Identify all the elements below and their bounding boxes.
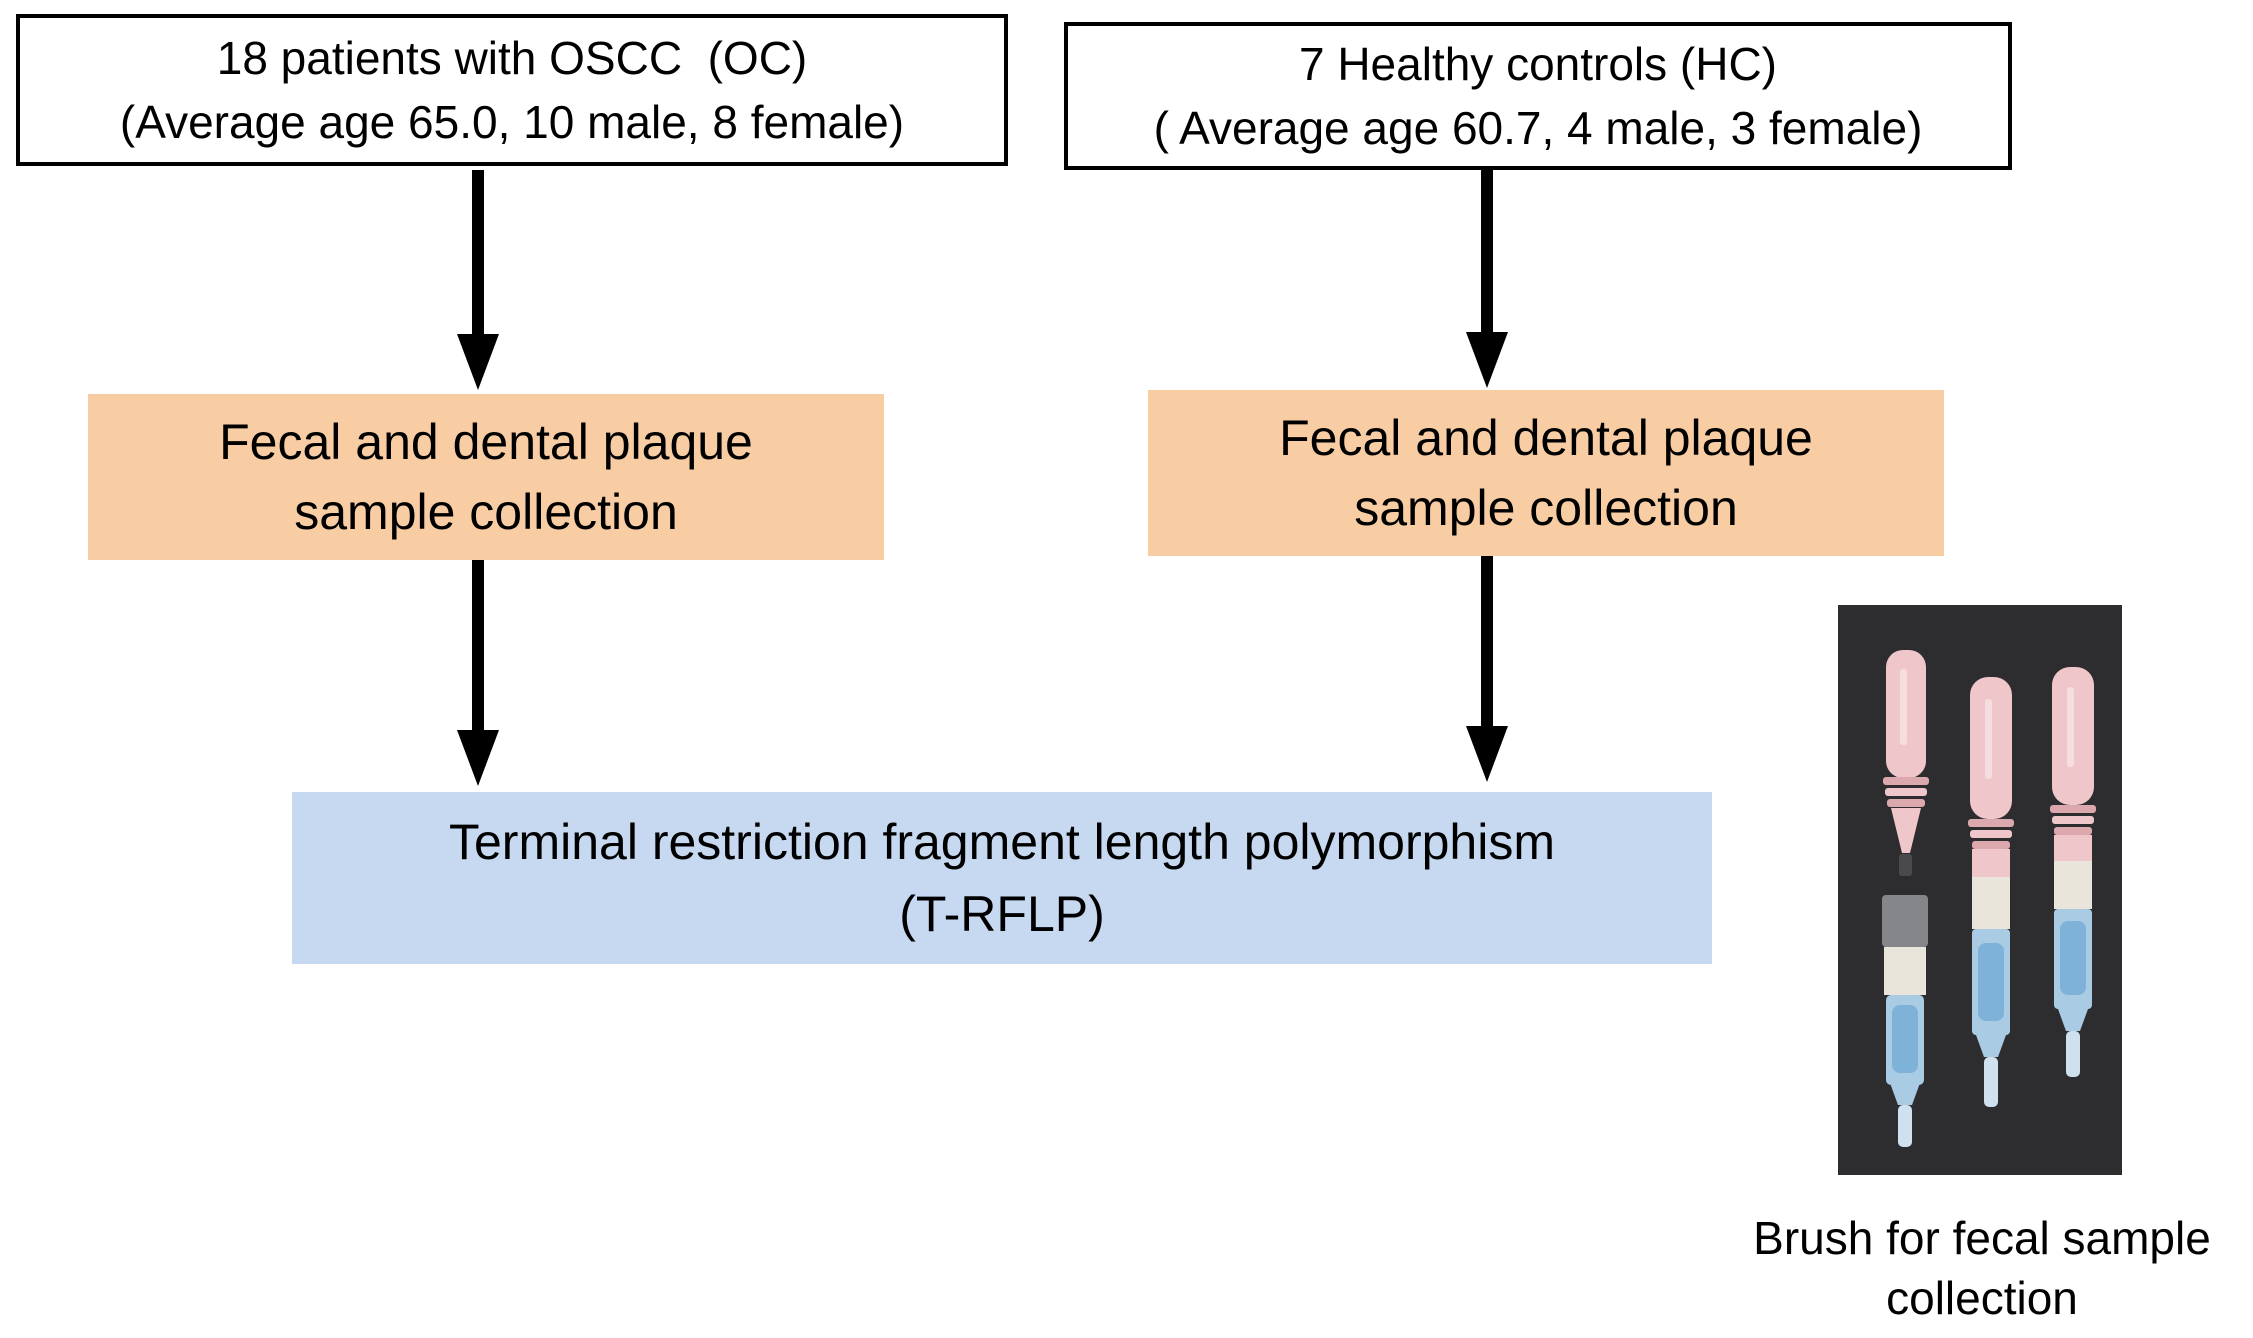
brush-photo-caption-line1: Brush for fecal sample [1753, 1212, 2211, 1264]
brush-right-assembled [2050, 667, 2096, 1077]
oc-patients-line2: (Average age 65.0, 10 male, 8 female) [119, 96, 905, 148]
hc-controls-line2: ( Average age 60.7, 4 male, 3 female) [1153, 102, 1923, 154]
oc-patients-line1: 18 patients with OSCC (OC) [216, 32, 808, 84]
collection-right-line1: Fecal and dental plaque [1279, 410, 1813, 466]
trflp-box: Terminal restriction fragment length pol… [292, 792, 1712, 964]
brush-photo-caption: Brush for fecal sample collection [1702, 1208, 2253, 1328]
collection-right-line2: sample collection [1354, 480, 1738, 536]
arrow-down-head-icon [1466, 332, 1508, 388]
arrow-shaft [472, 560, 484, 736]
brush-photo-caption-line2: collection [1886, 1272, 2078, 1324]
arrow-shaft [472, 170, 484, 340]
arrow-collection-left-to-trflp [456, 560, 500, 786]
brush-photo-illustration [1838, 605, 2122, 1175]
brush-middle-assembled [1968, 677, 2014, 1107]
arrow-down-head-icon [457, 730, 499, 786]
brush-left-disassembled [1882, 650, 1929, 1147]
hc-controls-box: 7 Healthy controls (HC) ( Average age 60… [1064, 22, 2012, 170]
arrow-hc-to-collection [1465, 170, 1509, 388]
arrow-down-head-icon [457, 334, 499, 390]
trflp-line1: Terminal restriction fragment length pol… [449, 814, 1555, 870]
collection-right-box: Fecal and dental plaque sample collectio… [1148, 390, 1944, 556]
arrow-collection-right-to-trflp [1465, 556, 1509, 782]
arrow-oc-to-collection [456, 170, 500, 390]
trflp-line2: (T-RFLP) [899, 886, 1105, 942]
oc-patients-box: 18 patients with OSCC (OC) (Average age … [16, 14, 1008, 166]
arrow-down-head-icon [1466, 726, 1508, 782]
hc-controls-line1: 7 Healthy controls (HC) [1298, 38, 1778, 90]
arrow-shaft [1481, 170, 1493, 338]
collection-left-line2: sample collection [294, 484, 678, 540]
collection-left-box: Fecal and dental plaque sample collectio… [88, 394, 884, 560]
brush-photo [1838, 605, 2122, 1175]
arrow-shaft [1481, 556, 1493, 732]
collection-left-line1: Fecal and dental plaque [219, 414, 753, 470]
